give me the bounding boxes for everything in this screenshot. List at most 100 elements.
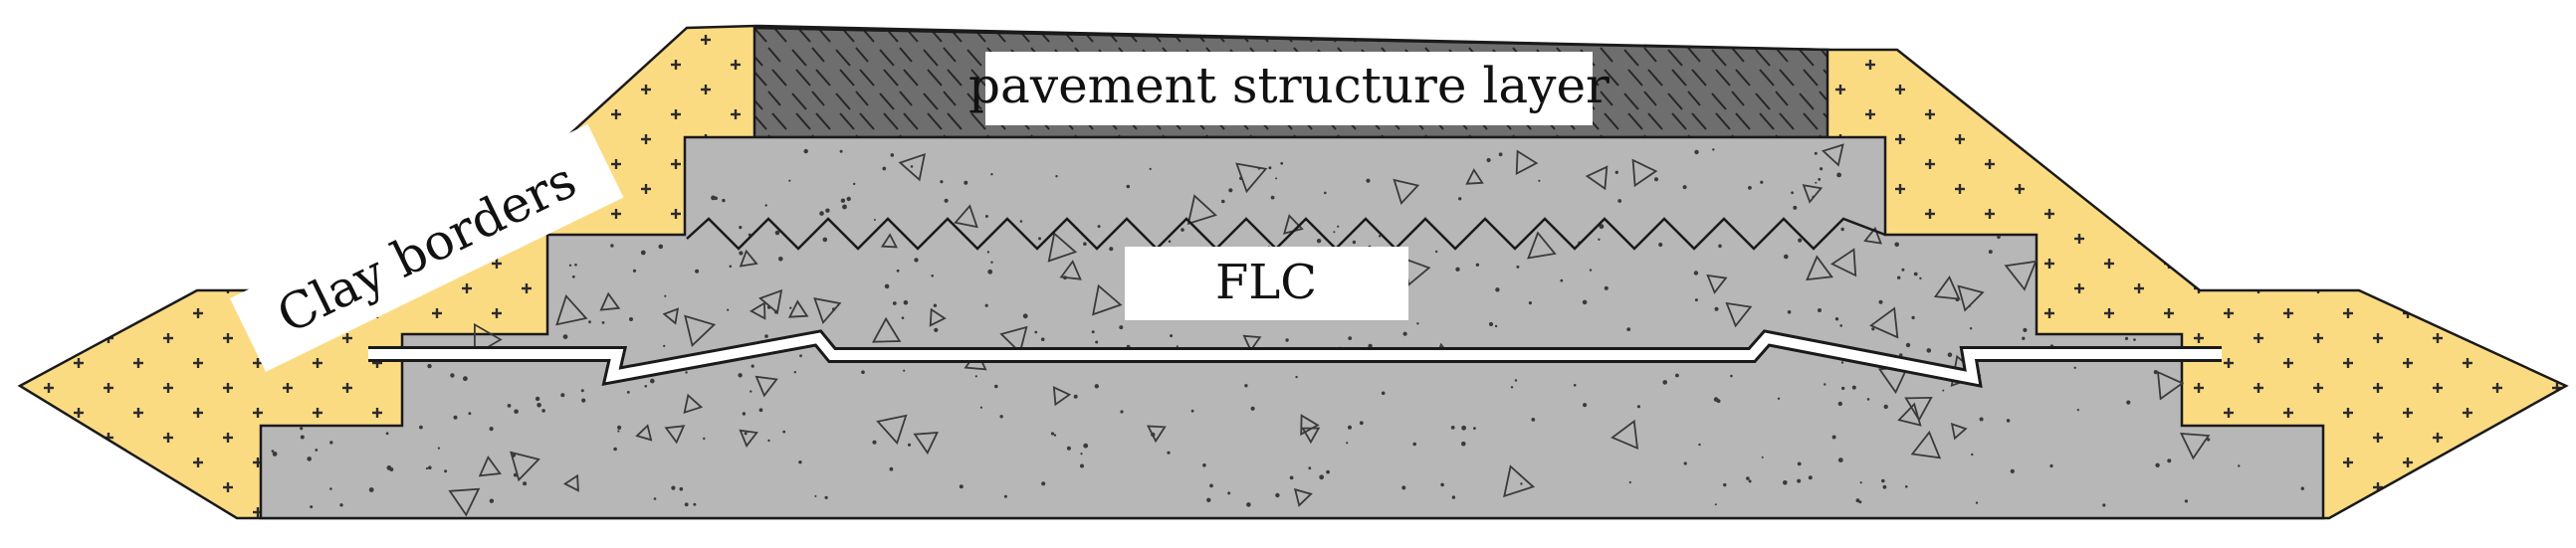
flc-speck-dot [1531,418,1536,422]
flc-speck-dot [571,274,575,278]
flc-speck-dot [385,432,389,436]
flc-speck-dot [339,503,343,507]
flc-aggregate-triangle [1235,162,1268,194]
flc-speck-dot [1855,498,1860,503]
flc-speck-dot [1662,380,1667,385]
flc-speck-dot [994,384,998,389]
flc-speck-dot [1494,324,1498,328]
flc-speck-dot [1170,334,1174,338]
flc-aggregate-triangle [787,299,809,318]
flc-speck-dot [1034,330,1038,334]
flc-speck-dot [450,373,455,378]
flc-speck-dot [1295,375,1298,379]
flc-speck-dot [640,250,646,256]
flc-speck-dot [2167,458,2172,463]
flc-speck-dot [990,173,993,176]
flc-aggregate-triangle [758,288,783,315]
flc-speck-dot [1683,461,1687,465]
flc-aggregate-specks [271,143,2304,517]
flc-speck-dot [1824,383,1826,386]
flc-aggregate-triangle [664,425,686,445]
flc-speck-dot [1073,394,1078,399]
flc-speck-dot [1698,443,1701,447]
flc-speck-dot [1461,425,1466,431]
flc-speck-dot [679,486,684,491]
flc-aggregate-triangle [1821,143,1844,167]
flc-speck-dot [889,466,894,471]
flc-speck-dot [2207,438,2211,442]
flc-speck-dot [1682,185,1687,190]
flc-speck-dot [1784,254,1789,260]
flc-aggregate-triangle [913,431,939,456]
flc-speck-dot [1797,478,1802,483]
flc-aggregate-triangle [1802,184,1824,204]
flc-speck-dot [1573,384,1577,387]
flc-speck-dot [2076,409,2079,412]
flc-speck-dot [1091,330,1095,334]
flc-speck-dot [2073,366,2076,369]
flc-speck-dot [514,409,519,415]
flc-aggregate-triangle [1186,194,1217,226]
flc-speck-dot [1080,463,1084,468]
flc-speck-dot [1498,152,1503,157]
flc-speck-dot [1040,337,1045,342]
flc-speck-dot [2102,503,2106,507]
flc-speck-dot [933,303,938,307]
flc-aggregate-triangle [1806,255,1833,281]
flc-speck-dot [626,391,630,394]
flc-aggregate-triangle [683,393,704,415]
flc-speck-dot [444,469,448,473]
flc-speck-dot [1791,191,1794,195]
flc-speck-dot [1713,397,1719,402]
flc-aggregate-triangle [1933,275,1961,300]
flc-speck-dot [1326,469,1330,474]
flc-speck-dot [1366,178,1371,183]
flc-speck-dot [1316,239,1322,244]
flc-speck-dot [1712,148,1715,151]
flc-speck-dot [984,303,988,307]
flc-speck-dot [703,437,706,441]
flc-speck-dot [1911,315,1915,320]
flc-speck-dot [1050,432,1055,436]
flc-speck-dot [1582,299,1588,305]
flc-speck-dot [722,198,726,203]
flc-speck-dot [1080,453,1083,456]
flc-aggregate-triangle [1957,284,1985,312]
flc-aggregate-triangle [876,414,908,446]
flc-speck-dot [1520,482,1523,485]
flc-speck-dot [901,316,905,320]
flc-speck-dot [1451,495,1456,499]
flc-speck-dot [739,251,744,256]
flc-speck-dot [1486,157,1491,163]
flc-speck-dot [1628,480,1631,484]
flc-speck-dot [1797,461,1802,466]
flc-speck-dot [1866,398,1870,401]
flc-speck-dot [1882,484,1887,489]
flc-speck-dot [727,308,730,311]
flc-speck-dot [1038,237,1041,241]
flc-speck-dot [1516,265,1520,269]
flc-speck-dot [693,502,697,506]
flc-aggregate-triangle [813,297,842,325]
flc-speck-dot [1495,287,1500,292]
flc-speck-dot [613,447,617,452]
flc-speck-dot [601,321,605,324]
flc-speck-dot [1275,492,1280,498]
flc-speck-dot [568,264,572,267]
flc-aggregate-triangle [1393,178,1420,206]
flc-aggregate-triangle [1293,487,1313,507]
flc-aggregate-triangle [1052,386,1072,407]
flc-speck-dot [1268,166,1272,170]
flc-speck-dot [1510,386,1514,389]
flc-speck-dot [653,497,657,500]
flc-speck-dot [1636,405,1640,409]
flc-speck-dot [1761,456,1764,458]
flc-speck-dot [840,198,846,203]
flc-aggregate-triangle [1904,396,1933,423]
flc-speck-dot [751,364,754,368]
flc-speck-dot [2023,327,2028,332]
flc-speck-dot [738,373,743,378]
flc-speck-dot [419,425,423,430]
flc-speck-dot [903,299,909,305]
flc-speck-dot [999,415,1003,419]
